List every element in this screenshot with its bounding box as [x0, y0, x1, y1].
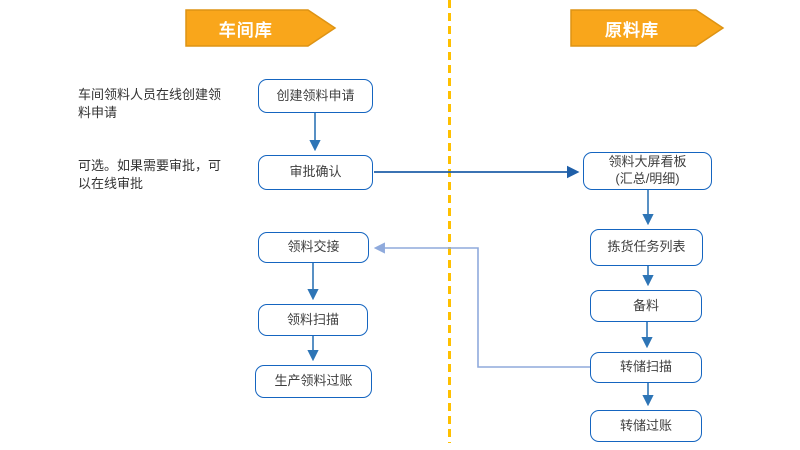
lane-header-workshop: 车间库 — [185, 9, 337, 47]
node-label: 拣货任务列表 — [607, 239, 686, 255]
node-approval-confirm: 审批确认 — [258, 155, 373, 190]
arrow-banner-icon — [185, 9, 337, 47]
connector-transfer-scan-to-handover — [373, 242, 590, 368]
node-label: 创建领料申请 — [276, 87, 355, 103]
arrow-banner-icon — [570, 9, 725, 47]
lane-title-raw-material: 原料库 — [605, 20, 659, 40]
lane-title-workshop: 车间库 — [218, 20, 273, 40]
node-label: 转储扫描 — [619, 359, 672, 375]
node-transfer-posting: 转储过账 — [590, 410, 702, 442]
node-transfer-scan: 转储扫描 — [590, 352, 702, 383]
node-material-preparation: 备料 — [590, 290, 702, 322]
annotation-create-request: 车间领料人员在线创建领料申请 — [78, 87, 222, 121]
annotation-optional-approval: 可选。如果需要审批，可以在线审批 — [78, 158, 222, 192]
node-label: 生产领料过账 — [274, 373, 353, 389]
node-label: 领料交接 — [287, 239, 340, 255]
lane-divider-dashed-line — [448, 0, 451, 443]
node-create-material-request: 创建领料申请 — [258, 79, 373, 113]
node-production-issue-posting: 生产领料过账 — [255, 365, 372, 398]
node-material-handover: 领料交接 — [258, 232, 369, 263]
node-label: 领料扫描 — [286, 311, 339, 327]
node-material-dashboard: 领料大屏看板 (汇总/明细) — [583, 152, 712, 190]
node-label: 备料 — [632, 297, 659, 313]
node-material-scan: 领料扫描 — [258, 304, 368, 336]
node-picking-task-list: 拣货任务列表 — [590, 229, 703, 266]
node-label: 审批确认 — [289, 164, 342, 180]
node-label: 转储过账 — [619, 417, 672, 433]
node-label-line1: 领料大屏看板 — [608, 154, 687, 170]
node-label-line2: (汇总/明细) — [615, 171, 680, 186]
lane-header-raw-material: 原料库 — [570, 9, 725, 47]
